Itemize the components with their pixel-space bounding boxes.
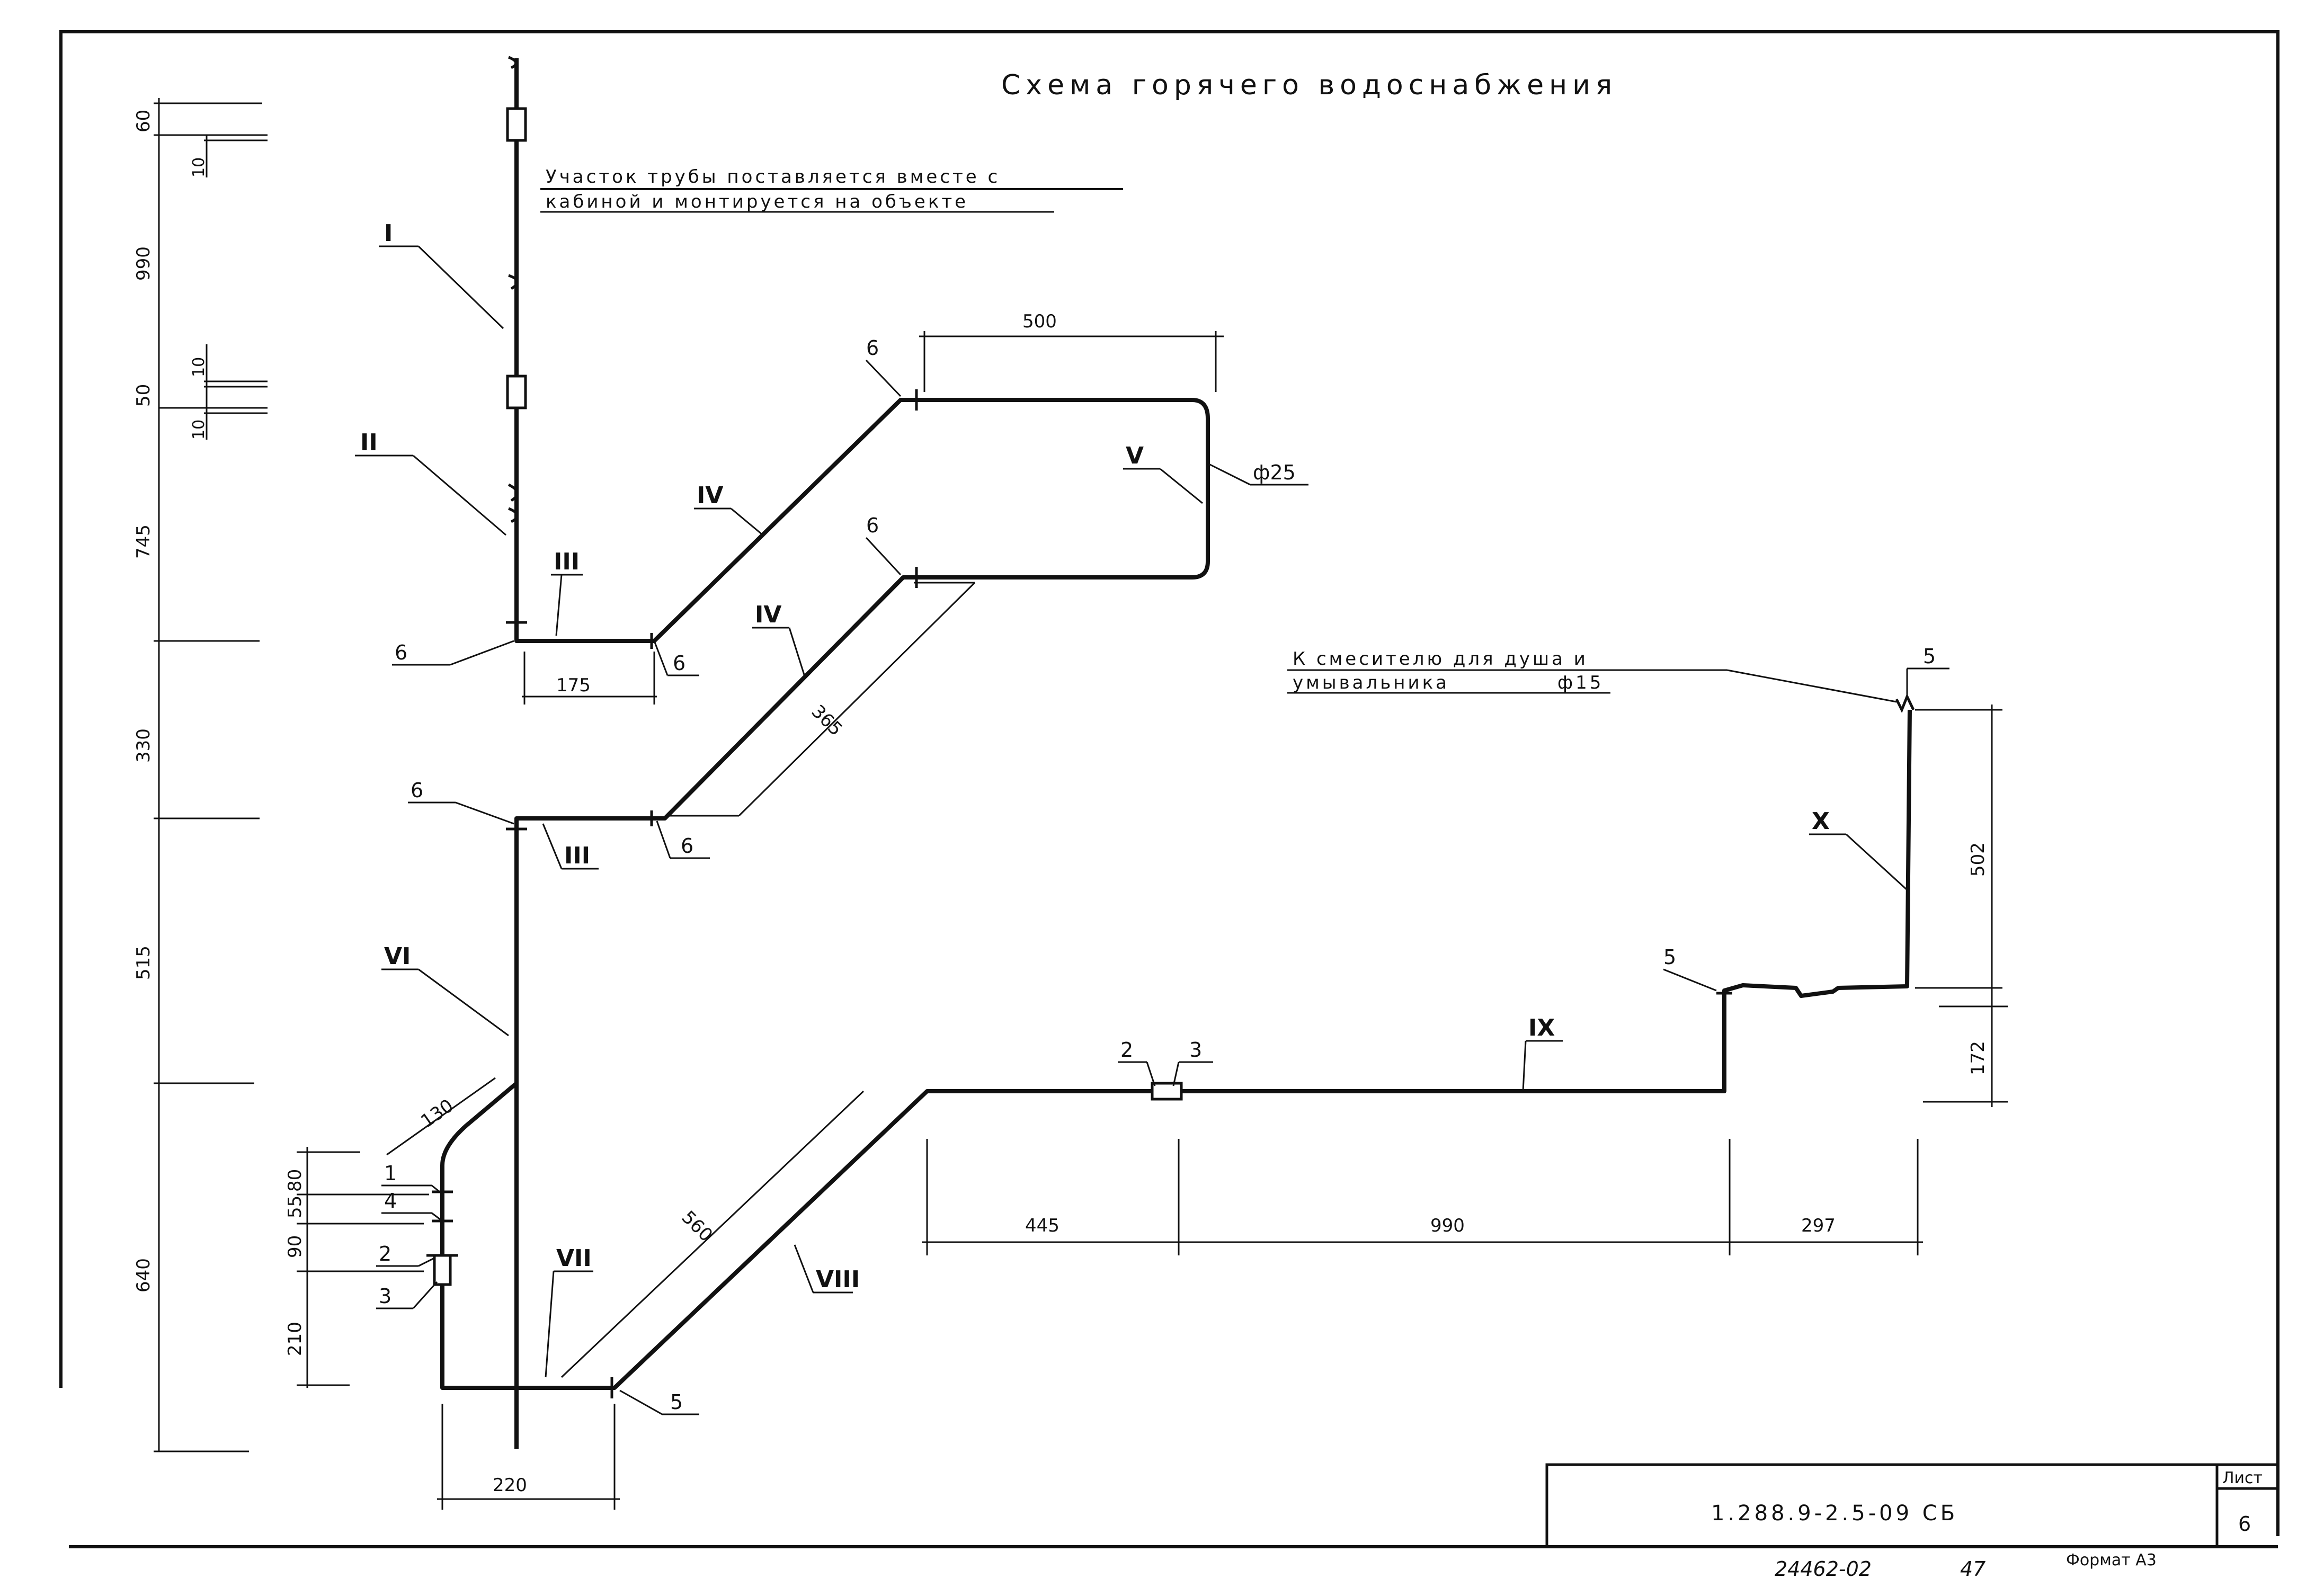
section-III-upper: III — [554, 548, 580, 575]
section-leaders — [355, 245, 1908, 1378]
left-dimension-values: 60 10 990 10 50 10 745 330 515 640 — [133, 110, 208, 1292]
position-1: 1 — [384, 1162, 397, 1185]
break-mark-2 — [508, 274, 519, 290]
coupling-mid-run — [1151, 1082, 1183, 1101]
inventory-suffix: 47 — [1960, 1557, 1985, 1581]
sheet-label: Лист — [2222, 1469, 2263, 1487]
dim-990: 990 — [1430, 1215, 1465, 1236]
break-mark-4 — [508, 507, 519, 523]
dim-175: 175 — [556, 675, 591, 696]
dim-515: 515 — [133, 946, 154, 980]
position-6-mid: 6 — [866, 514, 879, 537]
supply-note: Участок трубы поставляется вместе с каби… — [540, 166, 1123, 213]
pipe-vi-branch — [440, 709, 1912, 1390]
position-6-left-upper: 6 — [395, 641, 407, 664]
sheet-number: 6 — [2238, 1512, 2251, 1536]
dim-210: 210 — [284, 1322, 306, 1356]
position-5-bottom: 5 — [670, 1390, 683, 1414]
coupling-top — [506, 107, 527, 142]
section-IV-lower: IV — [755, 601, 781, 628]
mixer-note-line2: умывальника — [1293, 672, 1449, 693]
pipe-upper-loop — [514, 398, 1210, 1449]
dim-745: 745 — [133, 524, 154, 559]
dim-130: 130 — [417, 1095, 457, 1132]
drawing-title: Схема горячего водоснабжения — [1001, 69, 1617, 101]
dim-365: 365 — [807, 701, 847, 740]
dim-640: 640 — [133, 1258, 154, 1292]
mixer-note-diameter: ф15 — [1557, 672, 1604, 693]
section-V: V — [1126, 442, 1144, 469]
supply-note-line1: Участок трубы поставляется вместе с — [546, 166, 1000, 188]
title-block — [1545, 1463, 2278, 1547]
dim-297: 297 — [1801, 1215, 1836, 1236]
section-III-lower: III — [564, 842, 590, 869]
dim-60: 60 — [133, 110, 154, 132]
section-X: X — [1812, 808, 1830, 835]
dim-990-left: 990 — [133, 246, 154, 281]
mixer-note-line1: К смесителю для душа и — [1293, 648, 1588, 670]
inventory-number: 24462-02 — [1775, 1557, 1872, 1581]
section-labels: I II III IV V IV III VI VII VIII IX X — [360, 220, 1830, 1293]
dim-10-low: 10 — [190, 420, 208, 440]
position-5-top: 5 — [1923, 645, 1936, 668]
dim-502: 502 — [1967, 842, 1989, 877]
dim-560: 560 — [678, 1207, 717, 1246]
diameter-callout: ф25 — [1207, 461, 1308, 486]
position-3-left: 3 — [379, 1285, 391, 1308]
lower-left-dimensions — [297, 1147, 429, 1388]
pipe-route — [440, 58, 1912, 1449]
elbow-top-right — [1895, 693, 1915, 714]
section-I: I — [384, 220, 393, 247]
dim-80: 80 — [284, 1169, 306, 1192]
supply-note-line2: кабиной и монтируется на объекте — [546, 191, 968, 212]
diameter-25-label: ф25 — [1253, 461, 1296, 484]
dim-50: 50 — [133, 384, 154, 407]
position-4: 4 — [384, 1189, 397, 1212]
position-6-left-lower: 6 — [411, 779, 423, 802]
paper-format: Формат А3 — [2066, 1551, 2157, 1570]
position-6-top: 6 — [866, 336, 879, 360]
section-VII: VII — [556, 1245, 592, 1272]
section-IV-upper: IV — [697, 482, 723, 509]
mixer-note: К смесителю для душа и умывальника ф15 — [1287, 648, 1897, 703]
dim-10-mid: 10 — [190, 357, 208, 377]
section-VIII: VIII — [816, 1266, 860, 1293]
dim-90: 90 — [284, 1235, 306, 1258]
dim-10-top: 10 — [190, 157, 208, 177]
section-VI: VI — [384, 943, 411, 970]
position-2-left: 2 — [379, 1242, 391, 1265]
position-leaders — [376, 359, 1949, 1415]
dim-445: 445 — [1025, 1215, 1059, 1236]
pipe-fittings — [426, 56, 1915, 1398]
position-numbers: 6 6 6 6 6 6 5 5 5 1 4 2 3 2 3 — [379, 336, 1936, 1414]
dim-330: 330 — [133, 728, 154, 763]
coupling-left — [433, 1254, 452, 1286]
dimension-values: 175 500 365 130 560 220 445 990 297 502 … — [417, 311, 1989, 1496]
break-mark-1 — [508, 56, 518, 69]
position-6-right-lower: 6 — [681, 834, 693, 858]
coupling-mid — [506, 375, 527, 409]
document-code: 1.288.9-2.5-09 СБ — [1711, 1501, 1958, 1526]
drawing-frame — [59, 30, 2280, 1548]
section-IX: IX — [1528, 1014, 1555, 1041]
lower-left-dimension-values: 80 55 90 210 — [284, 1169, 306, 1356]
break-mark-3 — [507, 483, 519, 502]
position-5-step: 5 — [1663, 946, 1676, 969]
section-II: II — [360, 429, 378, 456]
dim-220: 220 — [493, 1475, 527, 1496]
dimension-lines — [386, 331, 2008, 1510]
position-2-mid: 2 — [1120, 1038, 1133, 1062]
dim-55: 55 — [284, 1196, 306, 1218]
dim-500: 500 — [1022, 311, 1057, 332]
position-3-mid: 3 — [1189, 1038, 1202, 1062]
dim-172: 172 — [1967, 1041, 1989, 1075]
position-6-right-upper: 6 — [673, 652, 685, 675]
left-dimension-scale — [154, 98, 268, 1452]
